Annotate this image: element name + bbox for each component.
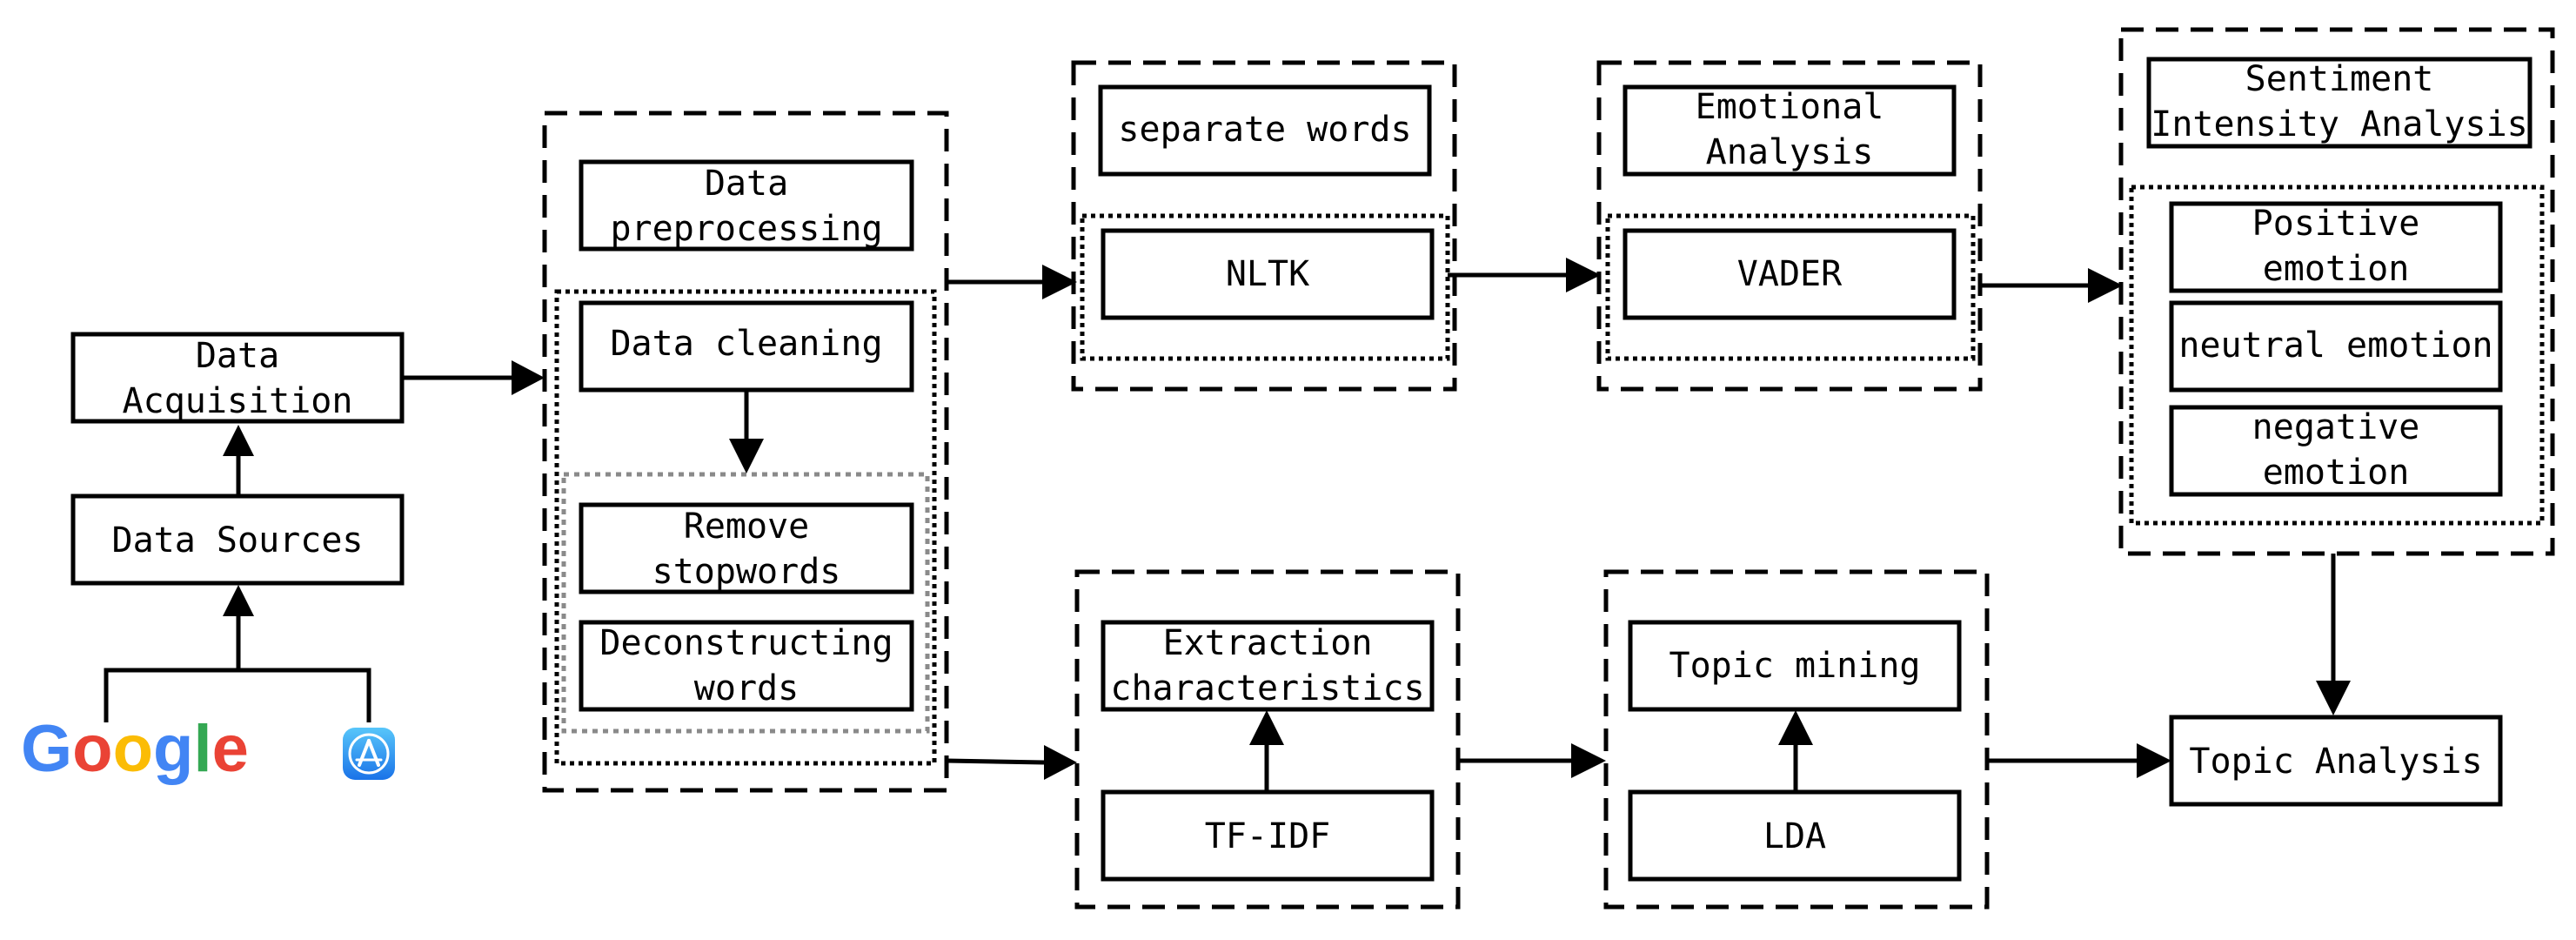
edge-preprocessing-to-nltk bbox=[944, 279, 1042, 289]
tfidf-box bbox=[1101, 789, 1435, 882]
segmentation-group bbox=[1071, 60, 1457, 392]
emotion-subgroup bbox=[2129, 185, 2545, 526]
lda-label: LDA bbox=[1763, 816, 1826, 856]
remove-stopwords-box bbox=[579, 502, 914, 594]
neutral-emotion-box bbox=[2169, 300, 2503, 393]
vader-label: VADER bbox=[1737, 254, 1843, 294]
arrowhead bbox=[1566, 258, 1601, 292]
deconstructing-words-box bbox=[579, 620, 914, 712]
topic-analysis-box bbox=[2169, 715, 2503, 807]
lda-box bbox=[1628, 789, 1962, 882]
cleaning-subgroup bbox=[554, 289, 937, 766]
arrowhead bbox=[729, 439, 764, 473]
nltk-subgroup bbox=[1080, 213, 1450, 361]
topic-mining-label: Topic mining bbox=[1669, 646, 1921, 686]
arrowhead bbox=[1571, 743, 1606, 778]
data-cleaning-label: Data cleaning bbox=[610, 324, 882, 364]
sentiment-group bbox=[2118, 27, 2555, 556]
google-logo-letters: Google bbox=[21, 712, 249, 786]
google-letter: G bbox=[21, 712, 72, 786]
data-cleaning-box bbox=[579, 300, 914, 393]
positive-emotion-box bbox=[2169, 201, 2503, 293]
nltk-box bbox=[1101, 228, 1435, 320]
negative-emotion-box bbox=[2169, 405, 2503, 497]
vader-subgroup bbox=[1605, 213, 1976, 361]
arrowhead bbox=[223, 585, 254, 616]
separate-words-box bbox=[1098, 84, 1432, 177]
feature-group bbox=[1074, 569, 1461, 910]
data-sources-label: Data Sources bbox=[112, 520, 364, 561]
arrowhead bbox=[1778, 710, 1813, 745]
arrowhead bbox=[1042, 265, 1077, 299]
sentiment-intensity-box bbox=[2146, 57, 2533, 149]
google-letter: l bbox=[193, 712, 211, 786]
data-sources-box bbox=[70, 494, 405, 586]
preprocessing-group bbox=[542, 111, 949, 793]
app-store-icon bbox=[343, 728, 395, 780]
edge-preprocessing-to-extraction bbox=[946, 758, 1045, 765]
data-preprocessing-box bbox=[579, 159, 914, 252]
topic-mining-box bbox=[1628, 620, 1962, 712]
google-letter: e bbox=[212, 712, 249, 786]
arrowhead bbox=[512, 360, 545, 395]
extraction-characteristics-box bbox=[1101, 620, 1435, 712]
neutral-emotion-label: neutral emotion bbox=[2178, 326, 2492, 366]
arrowhead bbox=[223, 425, 254, 456]
emotional-group bbox=[1596, 60, 1983, 392]
arrowhead bbox=[2316, 681, 2351, 715]
google-letter: o bbox=[113, 712, 153, 786]
arrowhead bbox=[2137, 743, 2171, 778]
google-letter: g bbox=[153, 712, 193, 786]
separate-words-label: separate words bbox=[1118, 110, 1411, 150]
vader-box bbox=[1623, 228, 1957, 320]
google-logo: Google bbox=[21, 712, 249, 786]
arrowhead bbox=[2088, 268, 2123, 303]
arrowhead bbox=[1249, 710, 1284, 745]
data-acquisition-box bbox=[70, 332, 405, 424]
tfidf-label: TF-IDF bbox=[1205, 816, 1331, 856]
emotional-analysis-box bbox=[1623, 84, 1957, 177]
stopword-subgroup bbox=[561, 472, 930, 734]
nltk-label: NLTK bbox=[1226, 254, 1309, 294]
google-letter: o bbox=[72, 712, 112, 786]
arrowhead bbox=[1044, 745, 1077, 780]
topic-analysis-label: Topic Analysis bbox=[2189, 742, 2482, 782]
topic-group bbox=[1603, 569, 1990, 910]
